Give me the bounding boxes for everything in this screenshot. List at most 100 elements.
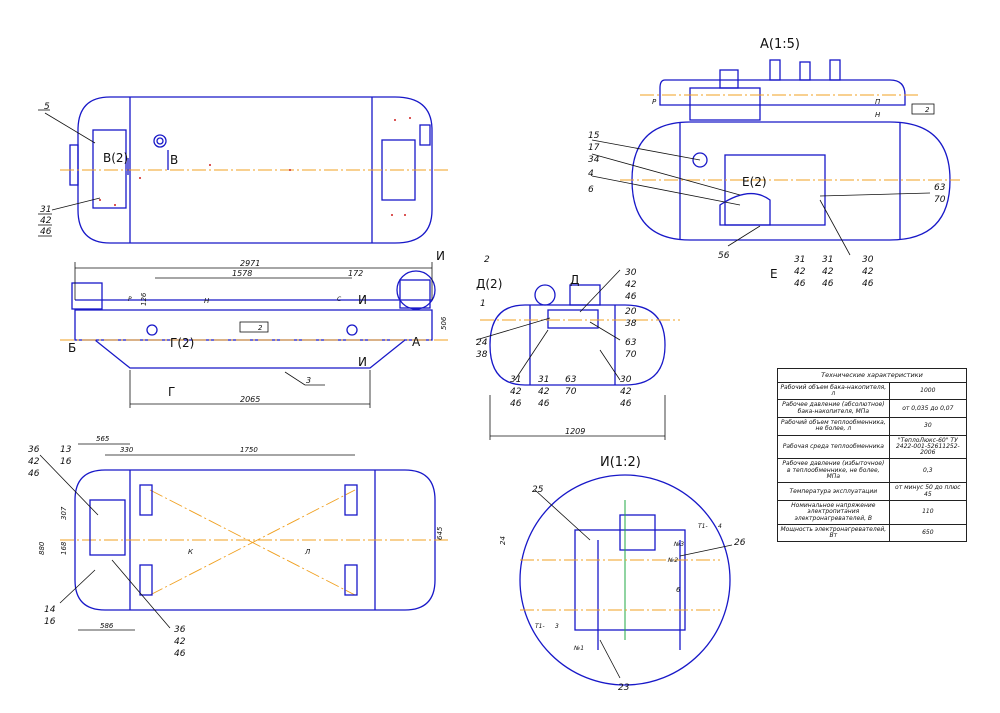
dim-506: 506 xyxy=(440,316,448,330)
front-view: 2971 1578 172 126 506 2065 И И И Б А Г(2… xyxy=(60,249,450,408)
callout-24: 24 xyxy=(476,338,488,348)
mark-l: Л xyxy=(304,548,311,556)
section-label-v: В xyxy=(170,153,178,167)
section-mark-d2: Д(2) xyxy=(476,277,502,291)
callout-30: 30 xyxy=(625,268,637,278)
plan-view: 565 330 1750 307 168 880 645 586 36 42 4… xyxy=(28,435,450,659)
callout-1: 1 xyxy=(480,299,486,309)
callout-70b: 70 xyxy=(565,387,577,397)
callout-26: 26 xyxy=(734,538,746,548)
mark-s: С xyxy=(337,296,342,303)
mark-t1-b-num: 3 xyxy=(555,623,559,630)
callout-46: 46 xyxy=(40,227,52,237)
mark-t1-a: Т1- xyxy=(698,523,708,530)
callout-42c: 42 xyxy=(620,387,632,397)
callout-42b-side: 42 xyxy=(538,387,550,397)
spec-param: Температура эксплуатации xyxy=(777,482,890,501)
callout-46b-a: 46 xyxy=(822,279,834,289)
dim-2971: 2971 xyxy=(240,259,260,268)
spec-value: 0,3 xyxy=(888,458,968,484)
callout-3: 3 xyxy=(306,376,311,385)
callout-31-a: 31 xyxy=(794,255,805,265)
mark-n-a: Н xyxy=(875,111,881,119)
top-view: 5 В(2) В 31 42 46 xyxy=(38,96,450,244)
callout-36b: 36 xyxy=(174,625,186,635)
spec-row: Рабочее давление (избыточное) в теплообм… xyxy=(777,458,968,484)
view-a-title: А(1:5) xyxy=(760,37,800,52)
dim-6: 6 xyxy=(676,586,681,594)
side-view: 1209 2 Д(2) Д 1 24 38 30 42 46 20 38 63 … xyxy=(475,255,680,440)
callout-38: 38 xyxy=(476,350,488,360)
callout-70-a: 70 xyxy=(934,195,946,205)
dim-330: 330 xyxy=(120,446,134,454)
spec-table: Технические характеристики Рабочий объем… xyxy=(777,368,968,543)
mark-p-a: П xyxy=(875,98,881,106)
section-label-v2: В(2) xyxy=(103,151,128,165)
callout-42-a: 42 xyxy=(794,267,806,277)
dim-168: 168 xyxy=(60,541,68,555)
callout-46b-side: 46 xyxy=(538,399,550,409)
dim-1578: 1578 xyxy=(232,269,252,278)
callout-38b: 38 xyxy=(625,319,637,329)
section-mark-d: Д xyxy=(570,273,579,287)
dim-24: 24 xyxy=(499,536,507,545)
view-a: А(1:5) 15 17 34 4 6 Е(2) Е 56 31 42 46 3… xyxy=(588,37,960,289)
spec-row: Номинальное напряжение электропитания эл… xyxy=(777,499,968,525)
callout-34: 34 xyxy=(588,155,600,165)
section-mark-e2: Е(2) xyxy=(742,175,767,189)
callout-42c-a: 42 xyxy=(862,267,874,277)
callout-42b: 42 xyxy=(174,637,186,647)
mark-t1-a-num: 4 xyxy=(718,523,722,530)
callout-2: 2 xyxy=(484,255,490,265)
callout-42b-a: 42 xyxy=(822,267,834,277)
view-mark-i: И xyxy=(436,249,445,263)
callout-17: 17 xyxy=(588,143,600,153)
dim-2065: 2065 xyxy=(240,395,260,404)
callout-16: 16 xyxy=(60,457,72,467)
callout-46-side: 46 xyxy=(625,292,637,302)
callout-31a: 31 xyxy=(510,375,521,385)
spec-value: от минус 50 до плюс 45 xyxy=(888,482,968,501)
spec-value: 650 xyxy=(888,523,968,543)
callout-14: 14 xyxy=(44,605,56,615)
callout-16b: 16 xyxy=(44,617,56,627)
callout-30b: 30 xyxy=(620,375,632,385)
mark-no2: №2 xyxy=(667,557,678,564)
spec-param: Номинальное напряжение электропитания эл… xyxy=(777,499,890,525)
callout-42-side: 42 xyxy=(625,280,637,290)
detail-i: И(1:2) 25 26 23 24 6 №1 №2 №3 Т1- 4 Т1- … xyxy=(499,455,746,693)
callout-46a: 46 xyxy=(510,399,522,409)
spec-value: от 0,035 до 0,07 xyxy=(888,399,968,418)
spec-value: "ТеплоЛюкс-60" ТУ 2422-001-52611252-2006 xyxy=(888,434,968,460)
mark-no1: №1 xyxy=(573,645,584,652)
callout-31b-a: 31 xyxy=(822,255,833,265)
dim-1750: 1750 xyxy=(240,446,258,454)
dim-126: 126 xyxy=(140,292,148,306)
callout-31: 31 xyxy=(40,205,51,215)
callout-46c: 46 xyxy=(620,399,632,409)
spec-value: 1000 xyxy=(888,381,968,401)
callout-5: 5 xyxy=(44,102,50,112)
section-mark-i-lower: И xyxy=(358,355,367,369)
callout-70: 70 xyxy=(625,350,637,360)
section-mark-e: Е xyxy=(770,267,778,281)
mark-n: Н xyxy=(204,297,210,305)
callout-46-plan: 46 xyxy=(28,469,40,479)
section-mark-g2: Г(2) xyxy=(170,336,194,350)
dim-645: 645 xyxy=(436,526,444,540)
spec-param: Рабочий объем теплообменника, не более, … xyxy=(777,417,890,436)
callout-46c-a: 46 xyxy=(862,279,874,289)
callout-63: 63 xyxy=(625,338,637,348)
callout-6: 6 xyxy=(588,185,594,195)
callout-46b: 46 xyxy=(174,649,186,659)
spec-param: Рабочая среда теплообменника xyxy=(777,434,890,460)
dim-172: 172 xyxy=(348,269,363,278)
callout-46-a: 46 xyxy=(794,279,806,289)
spec-row: Рабочее давление (абсолютное) бака-накоп… xyxy=(777,399,968,418)
dim-1209: 1209 xyxy=(565,427,585,436)
callout-20: 20 xyxy=(625,307,637,317)
